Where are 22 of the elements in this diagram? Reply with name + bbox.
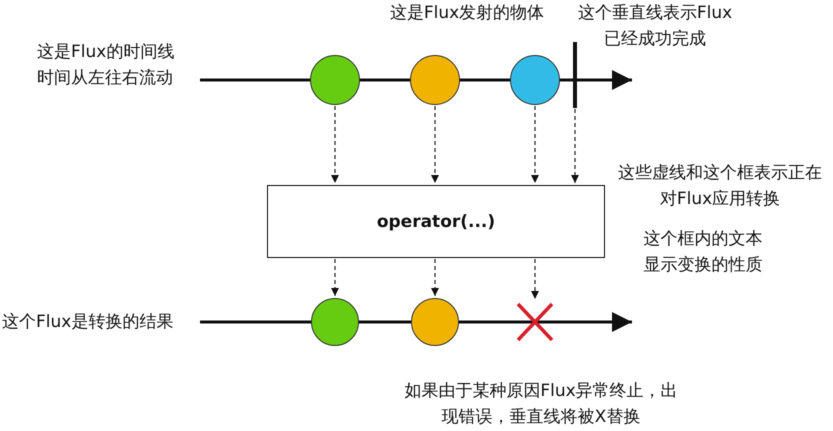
annotation-text: 这是Flux发射的物体 bbox=[388, 2, 546, 25]
completion-bar bbox=[573, 42, 577, 108]
dashed-arrow bbox=[531, 259, 539, 299]
marble bbox=[510, 55, 560, 105]
marble bbox=[310, 55, 360, 105]
annotation-text: 这个框内的文本显示变换的性质 bbox=[642, 228, 764, 277]
dashed-arrow bbox=[331, 259, 339, 296]
error-cross bbox=[515, 301, 555, 343]
marble bbox=[411, 298, 459, 346]
annotation-text: 这些虚线和这个框表示正在对Flux应用转换 bbox=[617, 162, 823, 211]
dashed-arrow bbox=[431, 106, 439, 183]
annotation-text: 如果由于某种原因Flux异常终止，出现错误，垂直线将被X替换 bbox=[403, 380, 679, 429]
operator-box: operator(...) bbox=[267, 185, 605, 258]
marble bbox=[410, 55, 460, 105]
annotation-text: 这是Flux的时间线时间从左往右流动 bbox=[37, 41, 176, 90]
dashed-arrow bbox=[571, 109, 579, 183]
dashed-arrow bbox=[331, 106, 339, 183]
marble bbox=[311, 298, 359, 346]
annotation-text: 这个垂直线表示Flux已经成功完成 bbox=[576, 2, 734, 51]
dashed-arrow bbox=[431, 259, 439, 296]
dashed-arrow bbox=[531, 106, 539, 183]
annotation-text: 这个Flux是转换的结果 bbox=[2, 311, 174, 334]
